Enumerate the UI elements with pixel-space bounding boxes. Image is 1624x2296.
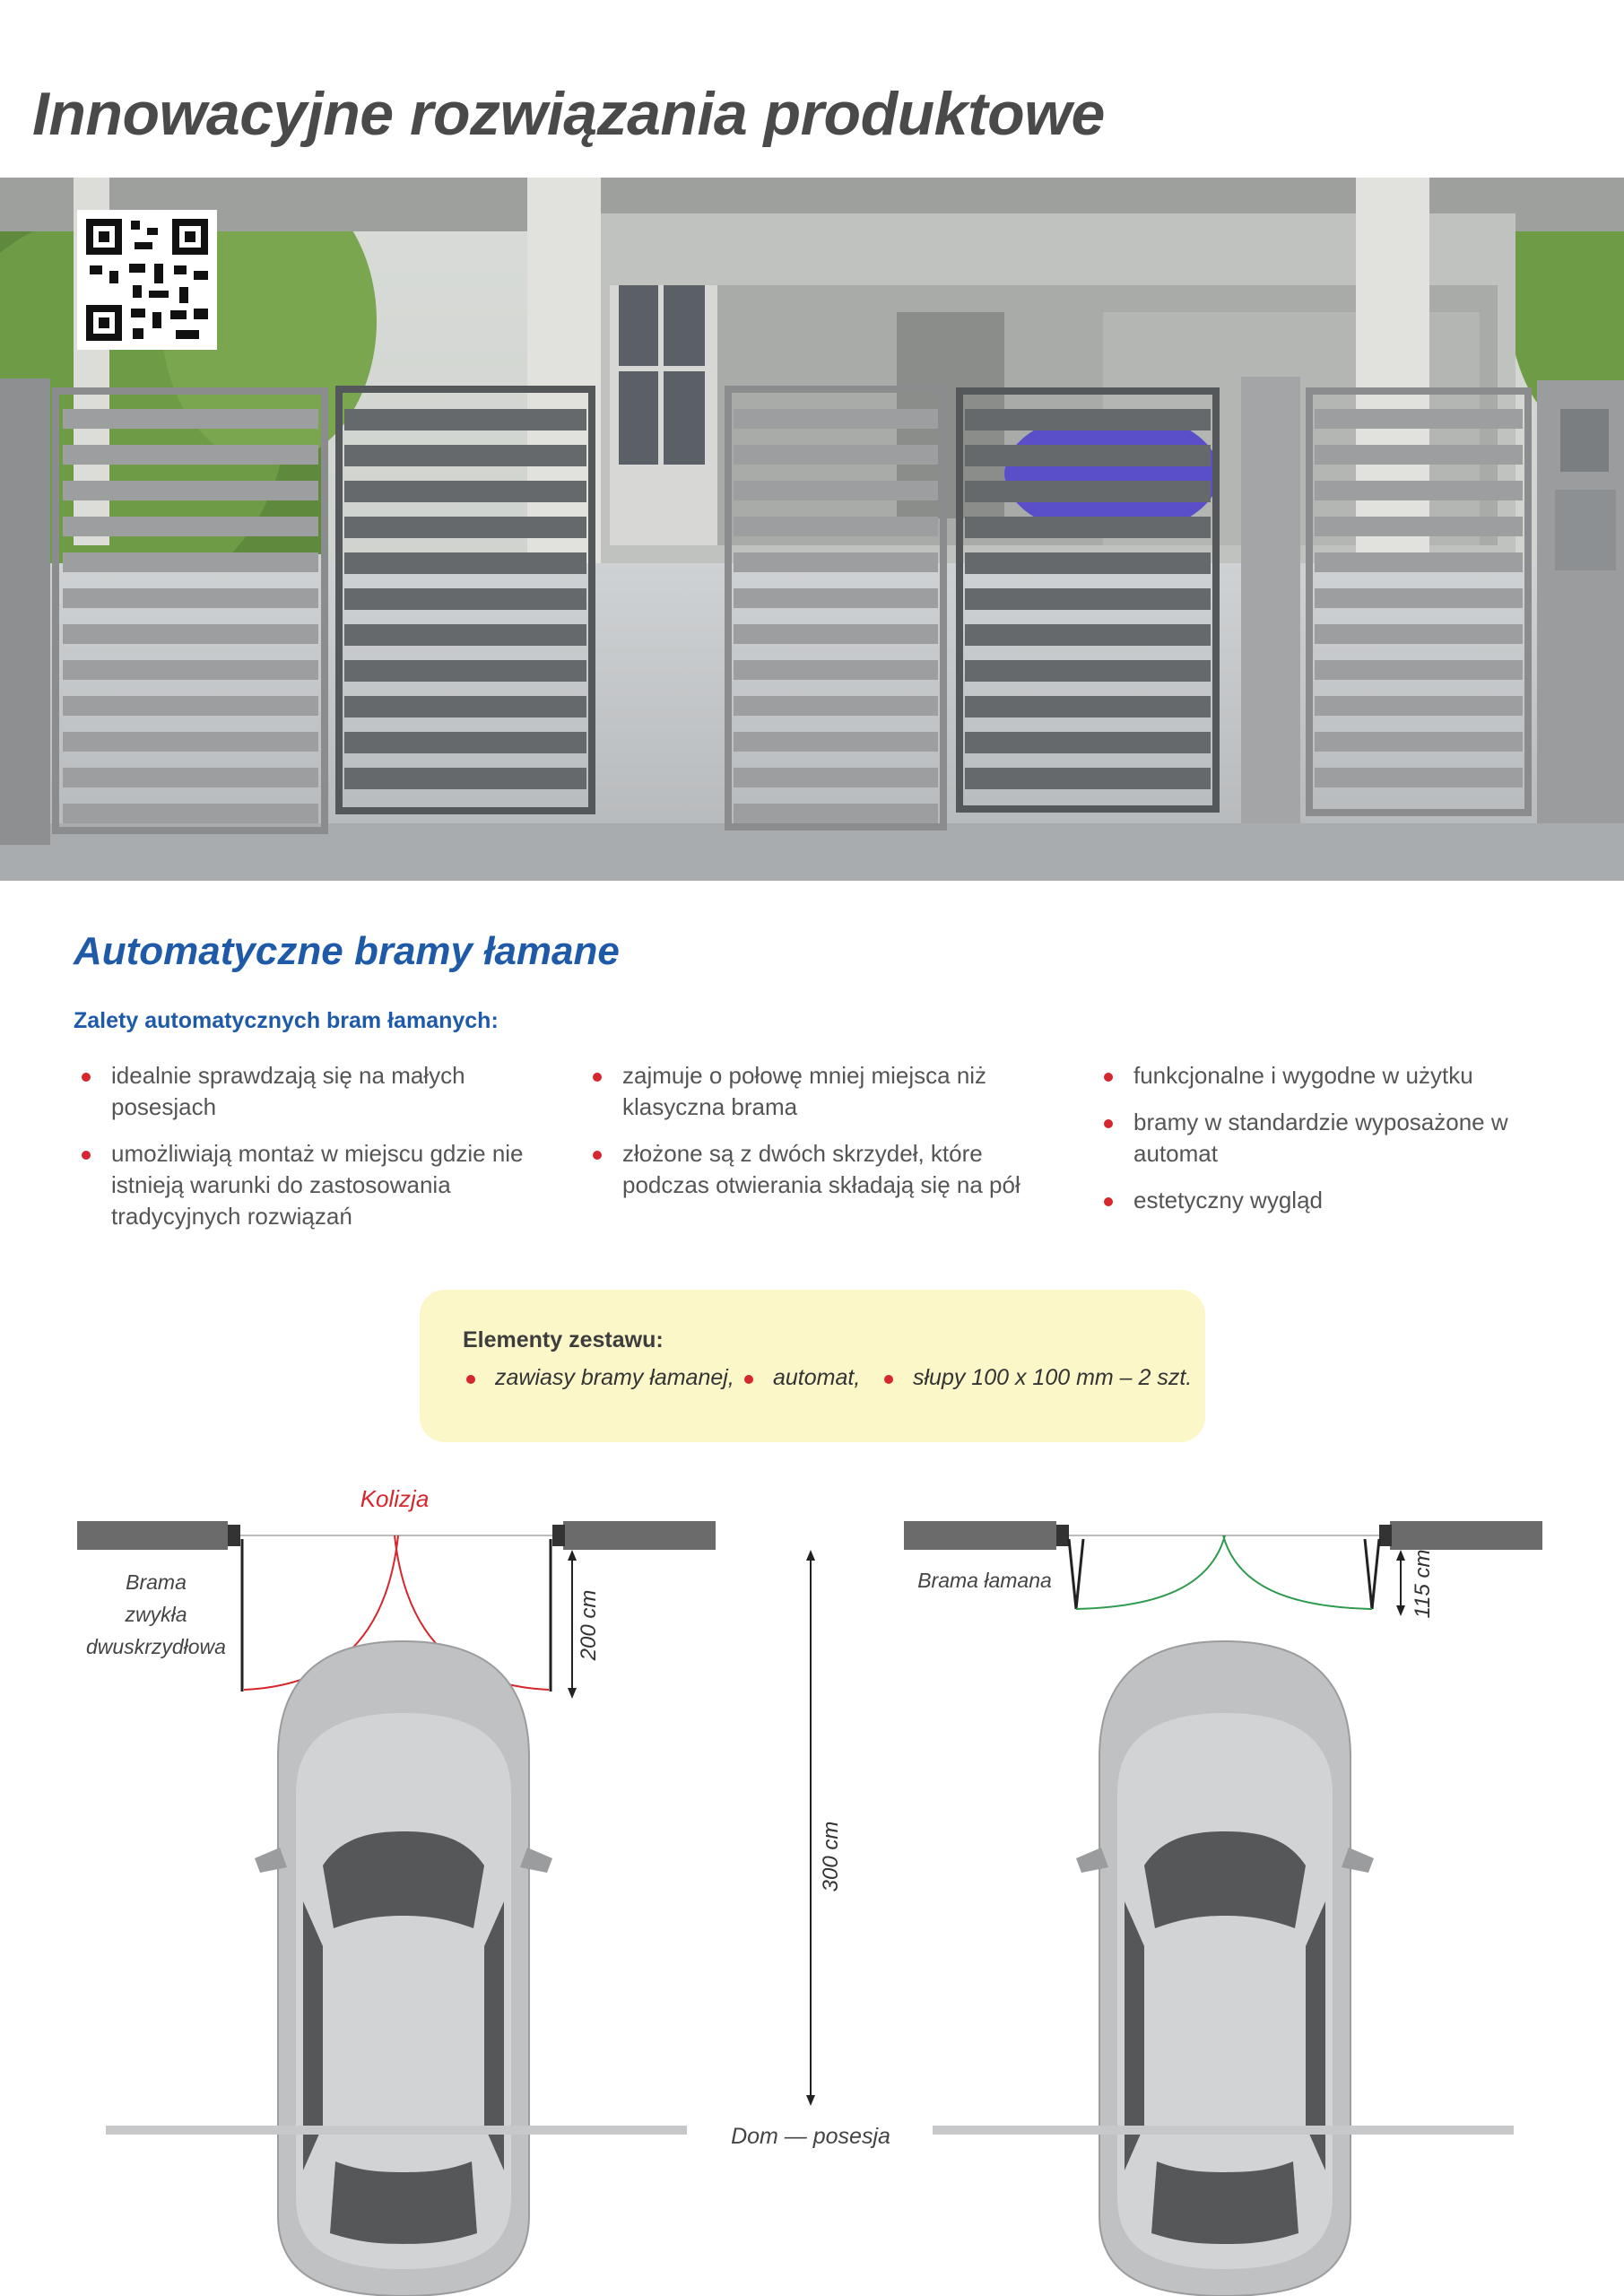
dimension-300: 300 cm	[819, 1822, 843, 1892]
page-title: Innowacyjne rozwiązania produktowe	[32, 80, 1105, 148]
kit-title: Elementy zestawu:	[463, 1327, 664, 1352]
house-property-label: Dom — posesja	[731, 2124, 890, 2149]
list-item: zajmuje o połowę mniej miejsca niż klasy…	[586, 1060, 1053, 1123]
gate-panel-light-1	[52, 387, 328, 834]
gate-comparison-diagram: Kolizja Brama zwykła dwuskrzydłowa Brama…	[77, 1485, 1542, 2296]
standard-gate-label: zwykła	[124, 1603, 187, 1626]
list-item: bramy w standardzie wyposażone w automat	[1098, 1107, 1564, 1170]
list-item: złożone są z dwóch skrzydeł, które podcz…	[586, 1138, 1053, 1201]
gate-panel-light-2	[725, 386, 947, 831]
qr-code-icon	[77, 210, 217, 350]
hero-gate-illustration	[0, 178, 1624, 881]
folding-gate-plan	[904, 1521, 1542, 2296]
kit-item: automat,	[741, 1365, 860, 1391]
advantages-column-2: zajmuje o połowę mniej miejsca niż klasy…	[586, 1060, 1053, 1216]
list-item: umożliwiają montaż w miejscu gdzie nie i…	[75, 1138, 542, 1232]
gate-panel-dark-2	[956, 387, 1220, 813]
advantages-heading: Zalety automatycznych bram łamanych:	[74, 1008, 499, 1033]
standard-gate-label: Brama	[126, 1570, 187, 1594]
list-item: funkcjonalne i wygodne w użytku	[1098, 1060, 1564, 1091]
list-item: idealnie sprawdzają się na małych posesj…	[75, 1060, 542, 1123]
standard-gate-plan	[77, 1521, 716, 2296]
list-item: estetyczny wygląd	[1098, 1185, 1564, 1216]
gate-panel-dark-1	[335, 386, 595, 814]
kit-box	[420, 1290, 1205, 1442]
kit-item: słupy 100 x 100 mm – 2 szt.	[881, 1365, 1192, 1391]
section-title: Automatyczne bramy łamane	[74, 929, 620, 973]
folding-gate-label: Brama łamana	[917, 1569, 1052, 1592]
advantages-column-1: idealnie sprawdzają się na małych posesj…	[75, 1060, 542, 1248]
dimension-200: 200 cm	[577, 1590, 601, 1662]
kit-item: zawiasy bramy łamanej,	[463, 1365, 734, 1391]
advantages-column-3: funkcjonalne i wygodne w użytku bramy w …	[1098, 1060, 1564, 1231]
collision-label: Kolizja	[360, 1485, 430, 1512]
standard-gate-label: dwuskrzydłowa	[86, 1635, 226, 1658]
wicket-gate-panel	[1306, 387, 1532, 816]
dimension-115: 115 cm	[1411, 1550, 1435, 1619]
